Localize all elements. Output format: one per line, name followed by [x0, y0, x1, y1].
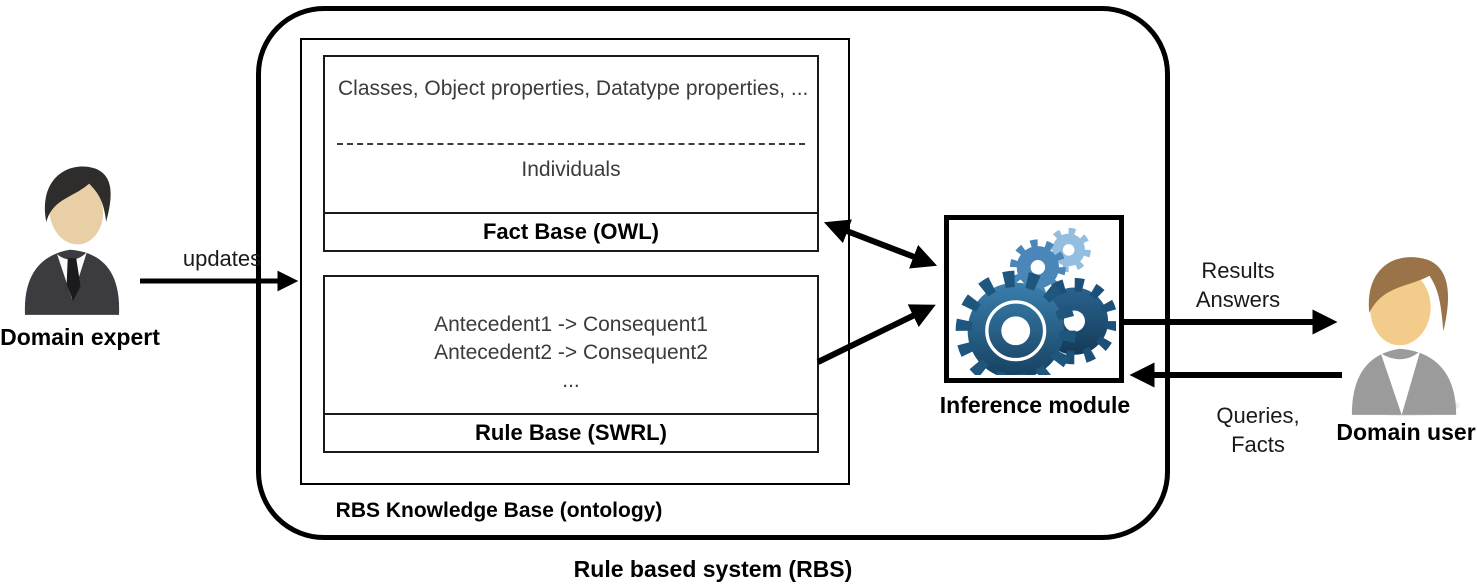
inference-module-box: [944, 215, 1124, 383]
fact-base-box: Classes, Object properties, Datatype pro…: [323, 55, 819, 252]
rule-base-ellipsis: ...: [562, 369, 580, 392]
domain-user-icon: [1351, 257, 1460, 416]
rule-base-title: Rule Base (SWRL): [325, 413, 817, 451]
gear-medium-blue: [1009, 239, 1066, 296]
queries-edge-label: Queries, Facts: [1178, 401, 1338, 459]
gear-big-dark: [955, 270, 1076, 375]
domain-user-label: Domain user: [1336, 419, 1476, 445]
queries-line1: Queries,: [1216, 403, 1300, 428]
fact-base-title: Fact Base (OWL): [325, 212, 817, 250]
results-line2: Answers: [1195, 287, 1281, 312]
domain-expert-icon: [24, 166, 120, 315]
fact-base-content-line1: Classes, Object properties, Datatype pro…: [338, 77, 809, 100]
fact-base-content-line2: Individuals: [521, 158, 621, 181]
domain-expert-label: Domain expert: [0, 324, 160, 350]
gear-right-dark: [1031, 277, 1116, 365]
results-edge-label: Results Answers: [1158, 256, 1318, 314]
rule-base-rule2: Antecedent2 -> Consequent2: [434, 341, 708, 364]
gear-small-light: [1046, 227, 1091, 273]
knowledge-base-label: RBS Knowledge Base (ontology): [335, 499, 663, 522]
rbs-system-boundary: [256, 6, 1170, 540]
updates-edge-label: updates: [182, 246, 262, 271]
gears-icon: [955, 227, 1116, 375]
rule-base-content: Antecedent1 -> Consequent1 Antecedent2 -…: [325, 291, 817, 415]
rule-base-rule1: Antecedent1 -> Consequent1: [434, 313, 708, 336]
inference-module-label: Inference module: [939, 392, 1131, 418]
rbs-system-label: Rule based system (RBS): [573, 556, 853, 582]
rule-base-box: Antecedent1 -> Consequent1 Antecedent2 -…: [323, 275, 819, 453]
fact-base-dashed-divider: [337, 143, 805, 145]
queries-line2: Facts: [1231, 432, 1285, 457]
results-line1: Results: [1201, 258, 1275, 283]
